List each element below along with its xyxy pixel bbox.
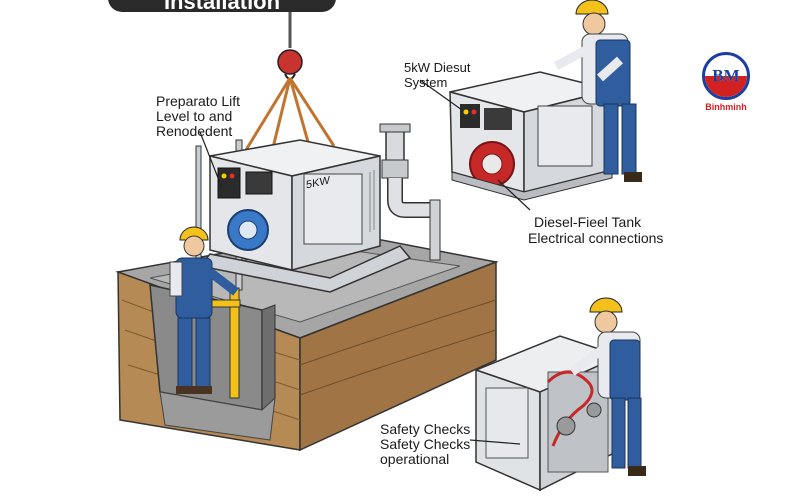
tank-label-line-2: Electrical connections [528,230,664,246]
safety-label-line-1: Safety Checks [380,421,471,437]
worker-left [169,226,239,394]
exhaust-pipe [379,123,441,261]
page-title: Installation [164,0,280,12]
system-label-line-2: System [404,75,448,90]
diesel-generator-top [449,71,613,201]
safety-label: Safety Checks Safety Checks operational [380,422,470,467]
leader-lines [199,79,531,445]
logo-emblem: BM [702,52,750,100]
crane-hook [244,0,336,161]
logo-brand-name: Binhminh [705,102,747,112]
lift-label: Preparato Lift Level to and Renodedent [156,94,240,139]
brand-logo: BM Binhminh [696,52,756,112]
safety-label-line-2: Safety Checks [380,436,471,452]
tank-label: Diesel-Fieel Tank Electrical connections [528,214,663,246]
lift-label-line-2: Level to and [156,108,233,124]
title-banner: Installation [108,0,336,12]
system-label: 5kW Diesut System [404,60,470,90]
system-label-line-1: 5kW Diesut [404,60,471,75]
lift-label-line-3: Renodedent [156,123,233,139]
main-generator [198,139,412,293]
logo-initials: BM [712,66,740,85]
tank-label-line-1: Diesel-Fieel Tank [534,214,642,230]
worker-bottom-right [569,297,646,476]
worker-top-right [553,0,642,182]
lift-label-line-1: Preparato Lift [156,93,241,109]
safety-label-line-3: operational [380,451,450,467]
